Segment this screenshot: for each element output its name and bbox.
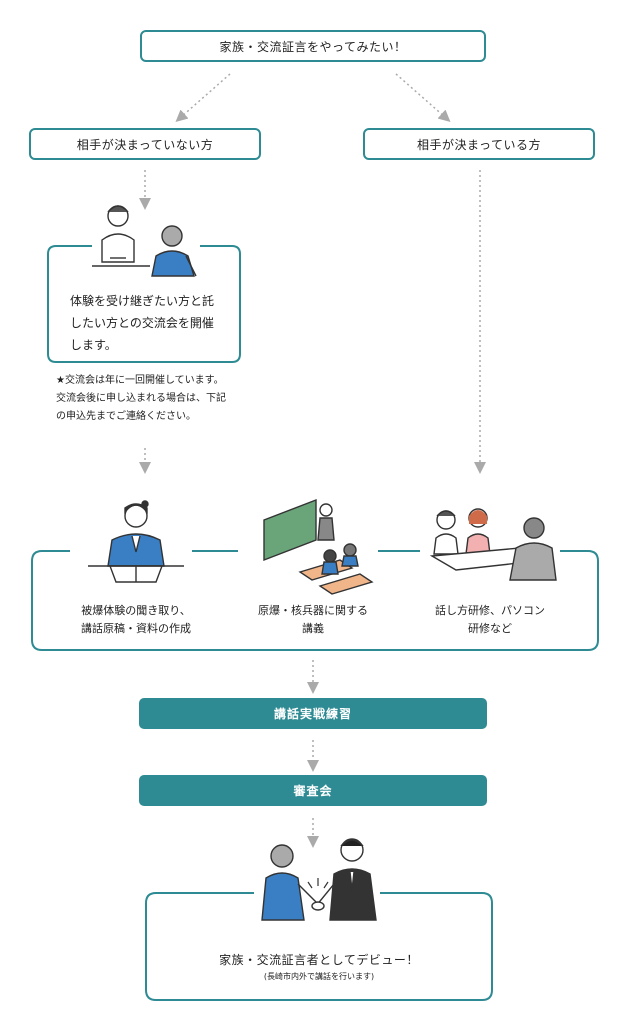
lecture-illustration [263,498,374,595]
note-line1: ★交流会は年に一回開催しています。 [56,375,224,386]
handshake-illustration [261,838,377,921]
debut-subtitle: (長崎市内外で講話を行います) [263,972,375,981]
branch-no-partner[interactable]: 相手が決まっていない方 [29,128,261,160]
debut-card-outline [145,892,493,1001]
practice-button[interactable]: 講話実戦練習 [139,698,487,729]
step-lecture: 原爆・核兵器に関する 講義 [233,602,393,638]
step-interview-line2: 講話原稿・資料の作成 [81,622,191,635]
training-illustration [429,508,557,581]
branch-has-partner[interactable]: 相手が決まっている方 [363,128,595,160]
exchange-card-outline [47,245,241,363]
exchange-meeting-illustration [92,205,197,277]
exchange-card-line2: したい方との交流会を開催 [70,316,214,330]
arrow-top-to-right [395,73,451,122]
step-training: 話し方研修、パソコン 研修など [410,602,570,638]
note-line3: の申込先までご連絡ください。 [56,411,196,422]
debut-card-text: 家族・交流証言者としてデビュー！ (長崎市内外で講話を行います) [146,950,492,984]
exchange-card-line1: 体験を受け継ぎたい方と託 [70,294,215,308]
steps-container-outline [31,550,599,651]
arrow-top-to-left [175,73,231,122]
step-interview: 被爆体験の聞き取り、 講話原稿・資料の作成 [56,602,216,638]
exchange-card-line3: します。 [70,338,117,352]
review-button[interactable]: 審査会 [139,775,487,806]
step-training-line1: 話し方研修、パソコン [435,604,545,617]
step-lecture-line1: 原爆・核兵器に関する [258,604,368,617]
start-button[interactable]: 家族・交流証言をやってみたい！ [140,30,486,62]
exchange-card-text: 体験を受け継ぎたい方と託 したい方との交流会を開催 します。 [70,290,240,356]
step-training-line2: 研修など [468,622,512,635]
writing-person-illustration [88,500,184,583]
step-interview-line1: 被爆体験の聞き取り、 [81,604,191,617]
debut-title: 家族・交流証言者としてデビュー！ [219,953,419,967]
step-lecture-line2: 講義 [302,622,324,635]
exchange-note: ★交流会は年に一回開催しています。 交流会後に申し込まれる場合は、下記 の申込先… [56,372,256,426]
note-line2: 交流会後に申し込まれる場合は、下記 [56,393,226,404]
